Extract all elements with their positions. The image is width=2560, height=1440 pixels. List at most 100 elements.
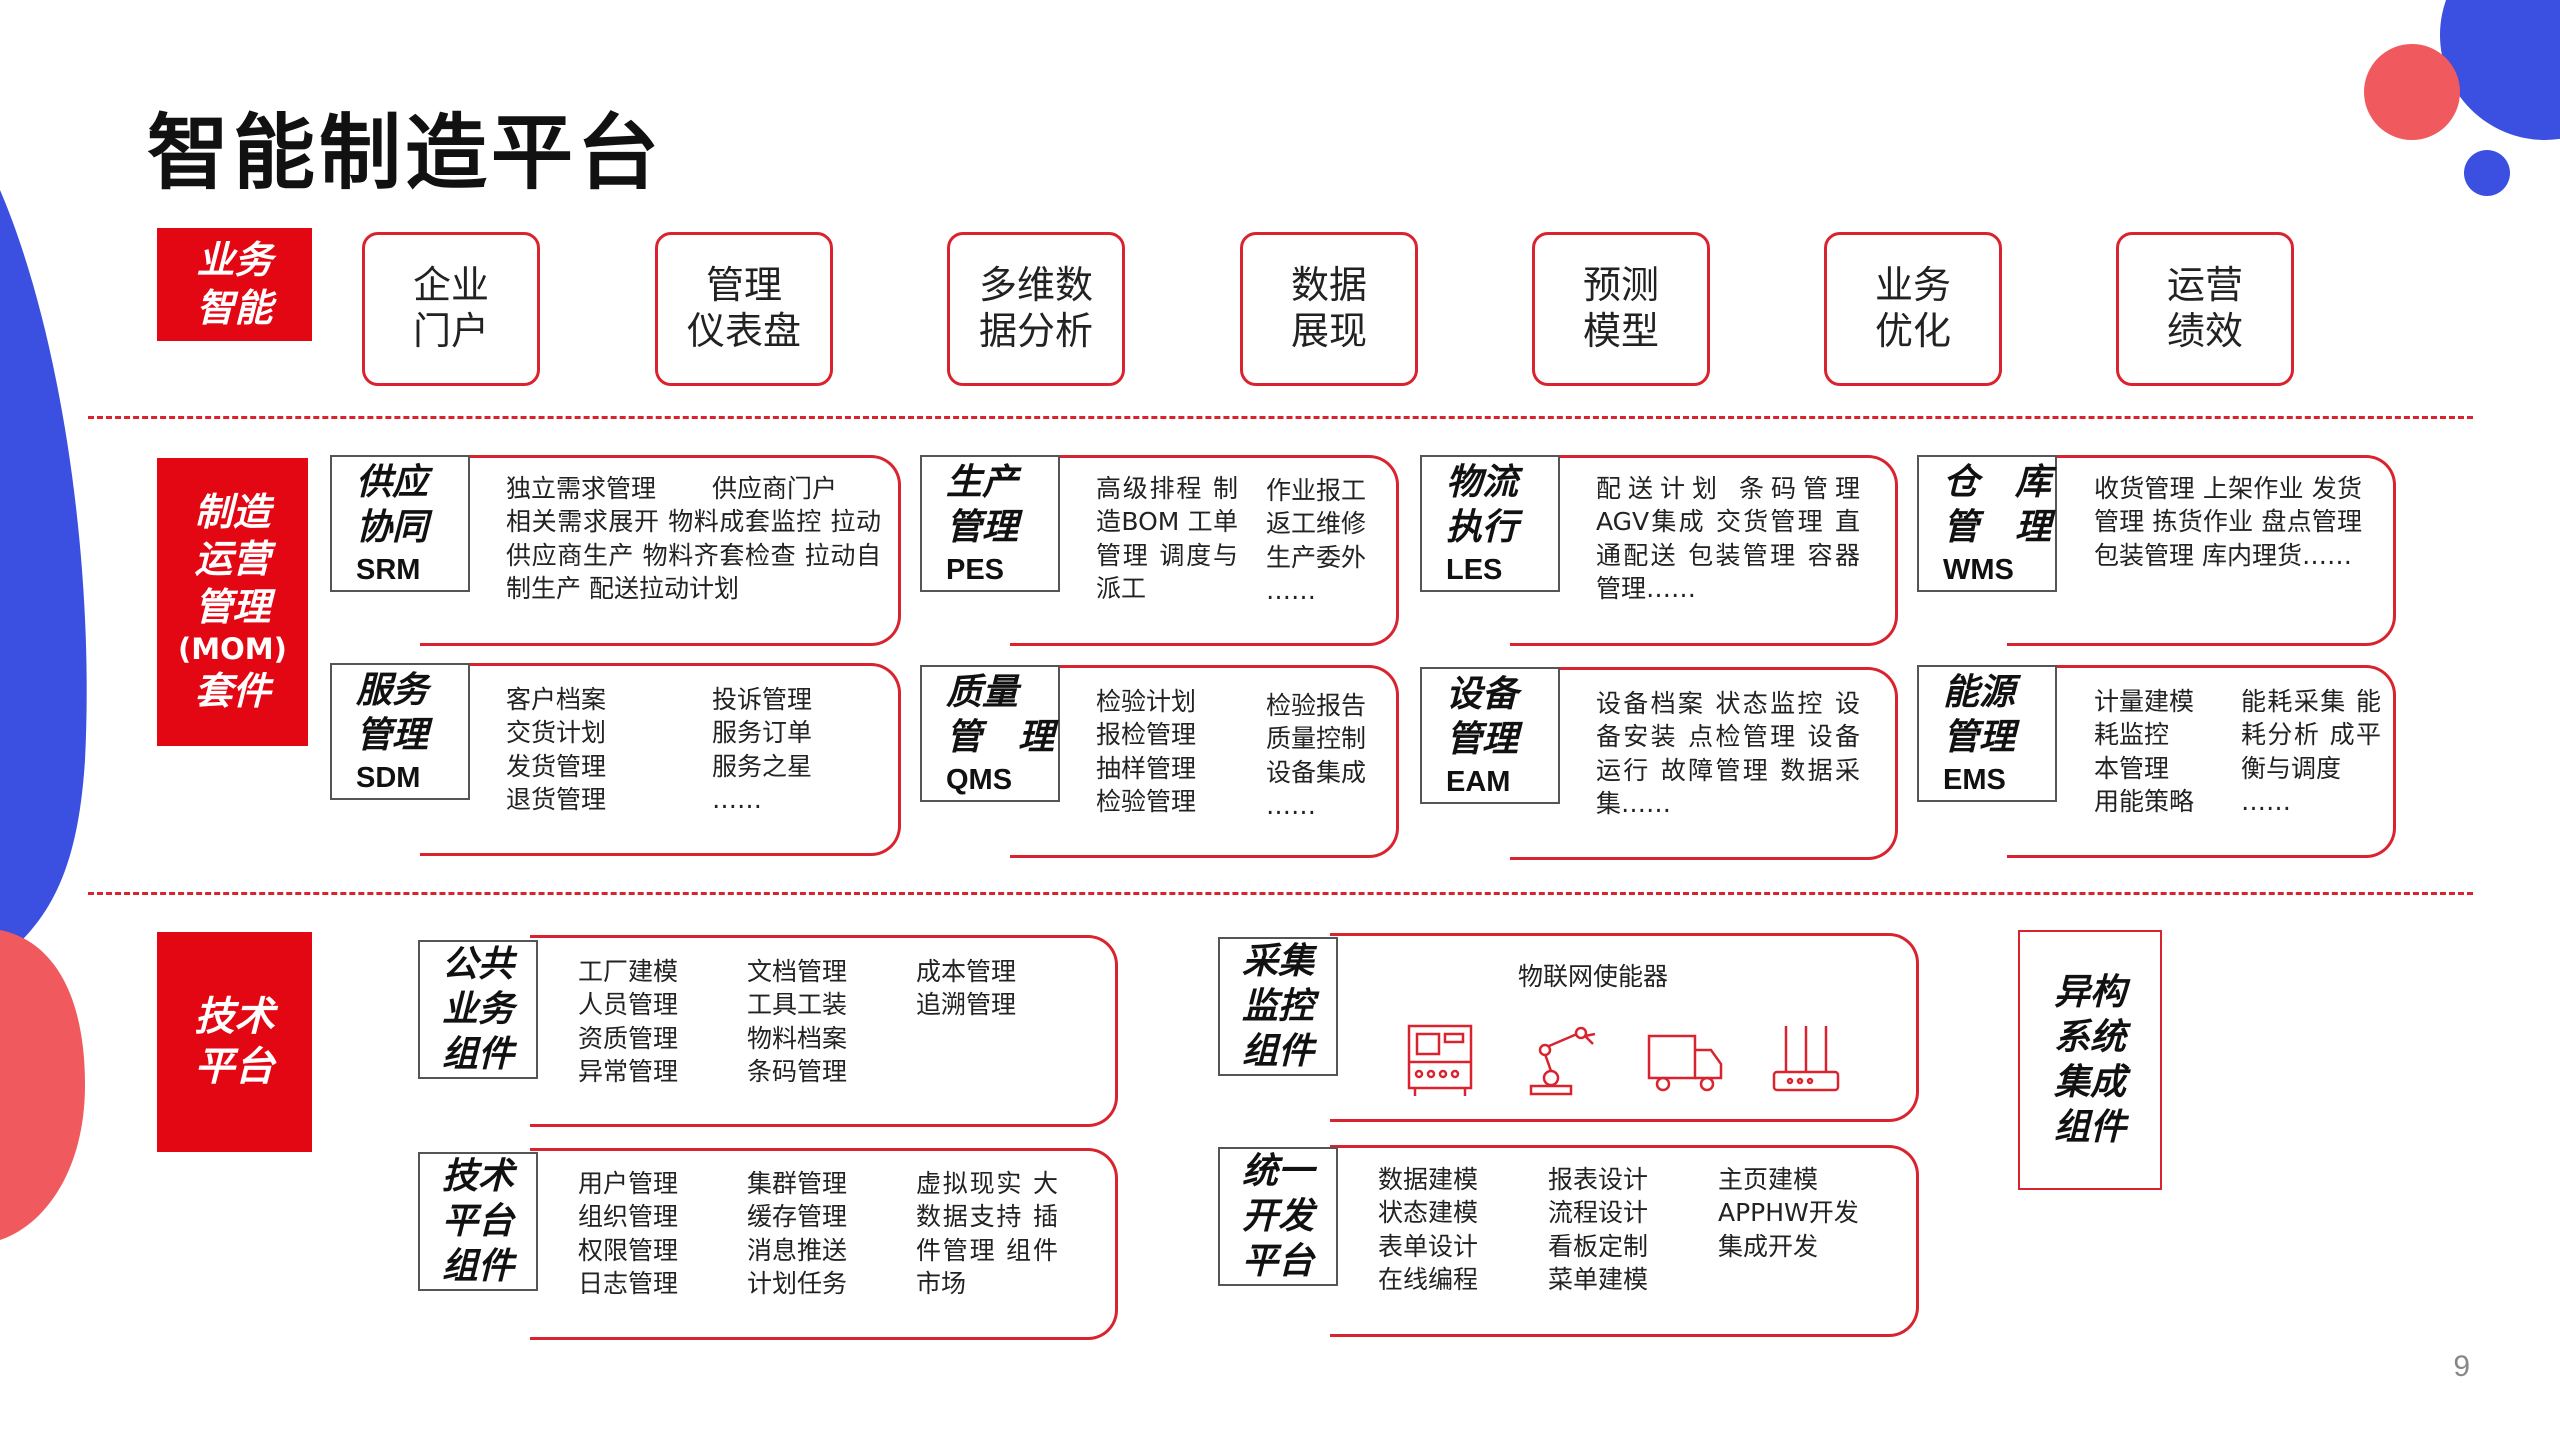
module-card-pes[interactable] bbox=[1010, 455, 1399, 646]
module-features: 用户管理 组织管理 权限管理 日志管理 bbox=[578, 1169, 679, 1298]
module-code: SRM bbox=[356, 554, 421, 586]
module-title: 服务 bbox=[356, 670, 429, 711]
bi-item-label: 优化 bbox=[1874, 309, 1951, 353]
page-number: 9 bbox=[2453, 1350, 2470, 1383]
module-title: 集成 bbox=[2053, 1062, 2126, 1103]
module-card-qms[interactable] bbox=[1010, 665, 1399, 858]
module-title: 管理 bbox=[1446, 719, 1519, 760]
module-title: 设备 bbox=[1446, 674, 1519, 715]
module-features: 检验计划 报检管理 抽样管理 检验管理 bbox=[1096, 687, 1197, 816]
module-card-ems[interactable] bbox=[2007, 665, 2396, 858]
module-title: 能源 bbox=[1943, 672, 2016, 713]
module-tag-heterogeneous-integration[interactable]: 异构 系统 集成 组件 bbox=[2018, 930, 2162, 1190]
module-title: 公共 bbox=[441, 944, 514, 985]
module-title: 管理 bbox=[356, 715, 429, 756]
module-title: 管理 bbox=[1943, 717, 2016, 758]
blue-circle-shape bbox=[2440, 0, 2560, 140]
module-tag-ems: 能源 管理 EMS bbox=[1917, 665, 2057, 802]
section-label-line: 制造 bbox=[194, 489, 271, 534]
module-features: 投诉管理 服务订单 服务之星 …… bbox=[712, 685, 813, 814]
module-title: 开发 bbox=[1241, 1196, 1314, 1237]
module-code: SDM bbox=[356, 762, 421, 794]
section-label-line: 平台 bbox=[194, 1044, 275, 1090]
module-code: LES bbox=[1446, 554, 1503, 586]
module-title: 组件 bbox=[441, 1246, 514, 1287]
bi-item-label: 展现 bbox=[1290, 309, 1367, 353]
module-card-srm[interactable] bbox=[420, 455, 901, 646]
module-title: 质量 bbox=[946, 672, 1019, 713]
decoration-left bbox=[0, 190, 87, 1240]
module-title: 技术 bbox=[441, 1156, 514, 1197]
module-tag-wms: 仓 库 管 理 WMS bbox=[1917, 455, 2057, 592]
module-tag-tech-platform: 技术 平台 组件 bbox=[418, 1152, 538, 1291]
bi-item-dashboard[interactable]: 管理 仪表盘 bbox=[655, 232, 833, 386]
bi-item-data-display[interactable]: 数据 展现 bbox=[1240, 232, 1418, 386]
module-card-les[interactable] bbox=[1510, 455, 1898, 646]
module-title: 管理 bbox=[946, 507, 1019, 548]
module-features: 高级排程 制造BOM 工单管理 调度与派工 bbox=[1096, 474, 1238, 603]
module-title: 业务 bbox=[441, 989, 514, 1030]
bi-item-label: 预测 bbox=[1582, 263, 1659, 308]
module-features: 文档管理 工具工装 物料档案 条码管理 bbox=[747, 957, 848, 1086]
module-card-dev-platform[interactable] bbox=[1330, 1145, 1919, 1337]
blue-arc-shape bbox=[0, 190, 87, 960]
bi-item-forecast-model[interactable]: 预测 模型 bbox=[1532, 232, 1710, 386]
iot-enabler-label: 物联网使能器 bbox=[1518, 962, 1669, 991]
section-divider bbox=[88, 892, 2473, 895]
bi-item-business-optimize[interactable]: 业务 优化 bbox=[1824, 232, 2002, 386]
module-tag-sdm: 服务 管理 SDM bbox=[330, 663, 470, 800]
module-title: 仓 库 bbox=[1943, 462, 2052, 503]
decoration-top-right bbox=[2364, 0, 2560, 196]
module-title: 异构 bbox=[2053, 972, 2126, 1013]
module-title: 平台 bbox=[441, 1201, 514, 1242]
bi-item-label: 绩效 bbox=[2166, 309, 2243, 353]
module-card-sdm[interactable] bbox=[420, 663, 901, 856]
module-title: 统一 bbox=[1241, 1151, 1314, 1192]
module-title: 物流 bbox=[1446, 462, 1519, 503]
coral-circle-shape bbox=[0, 930, 85, 1240]
bi-item-label: 门户 bbox=[412, 309, 489, 353]
module-card-tech-platform[interactable] bbox=[530, 1148, 1118, 1340]
module-tag-qms: 质量 管 理 QMS bbox=[920, 665, 1060, 802]
module-title: 组件 bbox=[2053, 1107, 2126, 1148]
module-code: EMS bbox=[1943, 764, 2006, 796]
module-card-eam[interactable] bbox=[1510, 667, 1898, 860]
module-title: 监控 bbox=[1241, 986, 1314, 1027]
module-features: 客户档案 交货计划 发货管理 退货管理 bbox=[506, 685, 607, 814]
bi-item-label: 企业 bbox=[412, 263, 489, 308]
module-code: WMS bbox=[1943, 554, 2014, 586]
module-tag-public-business: 公共 业务 组件 bbox=[418, 940, 538, 1079]
module-features: 独立需求管理 相关需求展开 物料成套监控 拉动供应商生产 物料齐套检查 拉动自制… bbox=[506, 474, 881, 603]
module-title: 系统 bbox=[2053, 1017, 2126, 1058]
module-features: 检验报告 质量控制 设备集成 …… bbox=[1266, 691, 1367, 820]
module-card-wms[interactable] bbox=[2007, 455, 2396, 646]
module-code: PES bbox=[946, 554, 1005, 586]
module-features: 成本管理 追溯管理 bbox=[916, 957, 1017, 1020]
section-label-bi: 业务 智能 bbox=[157, 228, 312, 341]
section-label-line: 业务 bbox=[196, 238, 273, 282]
module-title: 管 理 bbox=[946, 717, 1055, 758]
module-features: 作业报工 返工维修 生产委外 …… bbox=[1266, 476, 1367, 605]
section-divider bbox=[88, 416, 2473, 419]
module-features: 供应商门户 bbox=[712, 474, 838, 503]
bi-item-label: 模型 bbox=[1582, 309, 1659, 353]
bi-item-portal[interactable]: 企业 门户 bbox=[362, 232, 540, 386]
module-tag-pes: 生产 管理 PES bbox=[920, 455, 1060, 592]
module-tag-eam: 设备 管理 EAM bbox=[1420, 667, 1560, 804]
module-title: 组件 bbox=[441, 1034, 514, 1075]
bi-item-label: 管理 bbox=[705, 263, 782, 308]
bi-item-multidim-analysis[interactable]: 多维数 据分析 bbox=[947, 232, 1125, 386]
page-title: 智能制造平台 bbox=[147, 106, 664, 201]
module-title: 平台 bbox=[1241, 1241, 1314, 1282]
coral-circle-shape bbox=[2364, 44, 2460, 140]
module-tag-srm: 供应 协同 SRM bbox=[330, 455, 470, 592]
bi-item-label: 仪表盘 bbox=[686, 309, 801, 353]
module-features: 计量建模 耗监控 本管理 用能策略 bbox=[2094, 687, 2195, 816]
module-title: 组件 bbox=[1241, 1031, 1314, 1072]
bi-item-operations-performance[interactable]: 运营 绩效 bbox=[2116, 232, 2294, 386]
bi-item-label: 多维数 bbox=[978, 263, 1093, 308]
module-card-public-business[interactable] bbox=[530, 935, 1118, 1127]
module-title: 供应 bbox=[356, 462, 429, 503]
robot-arm-icon bbox=[1529, 1026, 1596, 1096]
truck-icon bbox=[1647, 1034, 1723, 1092]
